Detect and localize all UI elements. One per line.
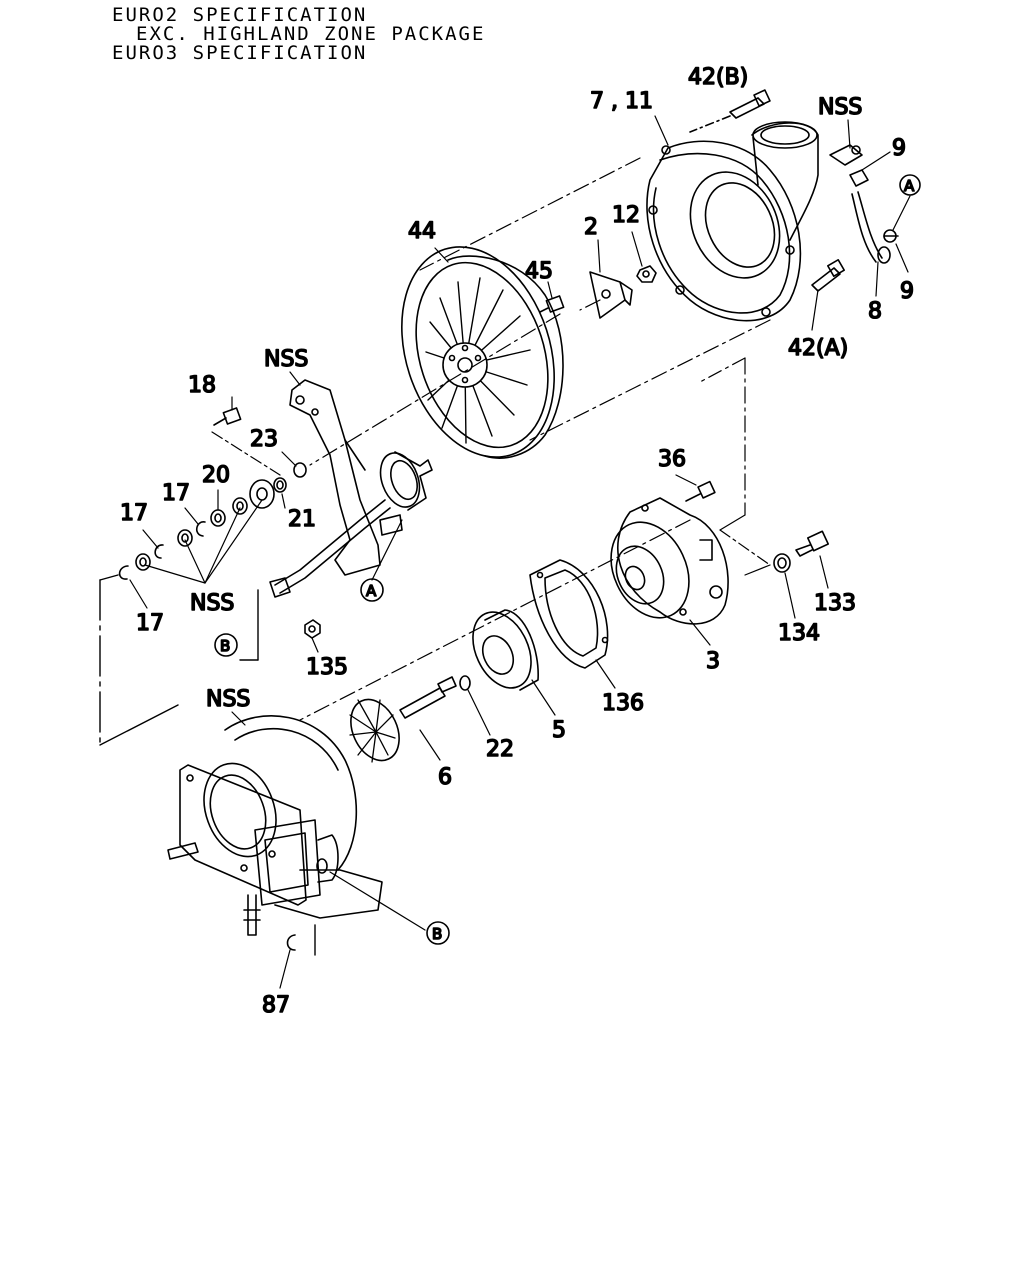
- ref-a-right: A: [904, 177, 915, 195]
- washer-nss: [177, 529, 193, 547]
- nut-20: [210, 509, 226, 527]
- callout-20: 20: [202, 463, 230, 488]
- gasket-134: [773, 553, 791, 573]
- callout-23: 23: [250, 427, 278, 452]
- seal-ring-22: [459, 675, 471, 691]
- callout-22: 22: [486, 737, 514, 762]
- callout-42b: 42(B): [688, 65, 748, 90]
- callout-nss-bracket: NSS: [264, 347, 308, 372]
- wastegate-actuator: [269, 451, 433, 598]
- callout-36: 36: [658, 447, 686, 472]
- callout-2: 2: [584, 215, 598, 240]
- nut-21: [273, 477, 287, 493]
- nut-135: [304, 619, 321, 639]
- bolt-42b: [689, 89, 771, 133]
- compressor-housing: [646, 121, 819, 322]
- callout-18: 18: [188, 373, 216, 398]
- callout-21: 21: [288, 507, 316, 532]
- nss-leaders: [144, 499, 263, 584]
- callout-44: 44: [408, 219, 436, 244]
- label-leaders: [129, 115, 911, 989]
- callout-3: 3: [706, 649, 720, 674]
- ref-b-bottom: B: [432, 925, 442, 943]
- callout-17-upper: 17: [162, 481, 190, 506]
- callout-12: 12: [612, 203, 640, 228]
- nut-20a: [232, 497, 248, 515]
- bearing-housing-3: [610, 497, 729, 625]
- callout-134: 134: [778, 621, 820, 646]
- ref-a-circle-mid: [360, 578, 384, 602]
- clip-17-lower: [118, 565, 129, 580]
- callout-17-lower: 17: [136, 611, 164, 636]
- callout-42a: 42(A): [788, 336, 848, 361]
- callout-9-lower: 9: [900, 279, 914, 304]
- clip-87: [286, 934, 296, 951]
- callout-nss-fitting: NSS: [818, 95, 862, 120]
- washer-nss-2: [135, 553, 151, 571]
- group-frame: [99, 574, 316, 956]
- nut-12: [636, 265, 657, 283]
- callout-87: 87: [262, 993, 290, 1018]
- gasket-136: [529, 559, 609, 669]
- clip-17-mid: [154, 544, 164, 559]
- callout-5: 5: [552, 718, 566, 743]
- impeller-nut-2: [589, 271, 633, 319]
- ref-b-circle-left: [214, 633, 238, 657]
- lever-nss: [249, 479, 275, 509]
- wastegate-bracket: [289, 379, 381, 576]
- callout-135: 135: [306, 655, 348, 680]
- center-axes: [299, 157, 771, 721]
- spec-line-1: EURO2 SPECIFICATION: [112, 4, 368, 26]
- union-bolt-133: [795, 530, 830, 557]
- washer-23: [293, 462, 307, 478]
- callout-8: 8: [868, 299, 882, 324]
- back-plate-44: [401, 246, 564, 459]
- spec-line-2: EXC. HIGHLAND ZONE PACKAGE: [136, 23, 486, 45]
- ref-a-mid: A: [366, 582, 377, 600]
- callout-9-upper: 9: [892, 136, 906, 161]
- ref-a-circle-right: [899, 174, 921, 196]
- ref-b-circle-bottom: [426, 921, 450, 945]
- bolt-18: [211, 407, 281, 476]
- callout-7-11: 7 , 11: [590, 89, 653, 114]
- seal-plate-5: [472, 609, 539, 691]
- callout-45: 45: [525, 259, 553, 284]
- bolt-42a: [811, 259, 845, 292]
- callout-6: 6: [438, 765, 452, 790]
- spec-line-3: EURO3 SPECIFICATION: [112, 42, 368, 64]
- clip-17-upper: [196, 521, 206, 537]
- callout-133: 133: [814, 591, 856, 616]
- ref-b-left: B: [220, 637, 230, 655]
- turbine-wheel-6: [349, 676, 457, 763]
- callout-nss-turbine: NSS: [206, 687, 250, 712]
- turbine-housing: [167, 715, 383, 936]
- callout-nss-washers: NSS: [190, 591, 234, 616]
- bolt-45: [539, 295, 565, 313]
- callout-17-mid: 17: [120, 501, 148, 526]
- oil-hose-assembly: [829, 144, 899, 264]
- bolt-36: [685, 480, 716, 502]
- callout-136: 136: [602, 691, 644, 716]
